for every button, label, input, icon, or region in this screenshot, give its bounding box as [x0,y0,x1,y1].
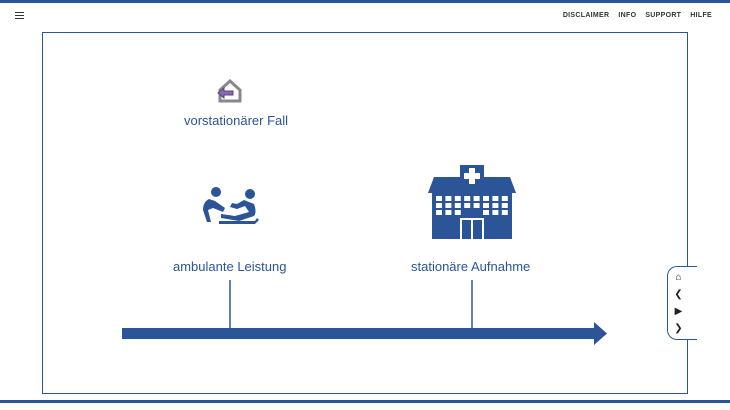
window [492,196,499,201]
window [483,196,489,201]
nav-support[interactable]: SUPPORT [645,12,682,19]
chevron-left-icon[interactable]: ❮ [674,289,683,300]
window [436,196,442,201]
window [454,210,461,215]
window [436,210,442,215]
treatment-icon[interactable] [199,186,261,234]
top-nav: DISCLAIMER INFO SUPPORT HILFE [563,12,712,19]
content-frame [42,32,688,394]
window [445,203,452,208]
home-icon[interactable]: ⌂ [675,272,682,283]
pre-stationary-label[interactable]: vorstationärer Fall [184,113,289,128]
window [501,203,508,208]
ambulant-label[interactable]: ambulante Leistung [173,259,287,274]
window [492,210,499,215]
window [454,203,461,208]
window [464,203,471,208]
chevron-right-icon[interactable]: ❯ [674,323,683,334]
nav-disclaimer[interactable]: DISCLAIMER [562,12,610,19]
hamburger-menu-icon[interactable] [15,12,24,19]
hospital-icon[interactable] [428,163,516,239]
window [501,196,508,201]
window [464,196,471,201]
window [473,196,480,201]
window [483,203,489,208]
window [454,196,461,201]
window [445,210,452,215]
window [436,203,442,208]
window [501,210,508,215]
bottom-bar [0,400,730,403]
window [445,196,452,201]
side-controls: ⌂ ❮ ▶ ❯ [667,266,697,340]
timeline-arrow [122,280,607,345]
window [483,210,489,215]
nav-info[interactable]: INFO [618,12,637,19]
nav-hilfe[interactable]: HILFE [690,12,712,19]
window [473,203,480,208]
top-bar [0,0,730,3]
house-arrow-icon[interactable] [216,78,244,104]
window [492,203,499,208]
stationary-label[interactable]: stationäre Aufnahme [411,259,531,274]
play-icon[interactable]: ▶ [674,306,683,317]
